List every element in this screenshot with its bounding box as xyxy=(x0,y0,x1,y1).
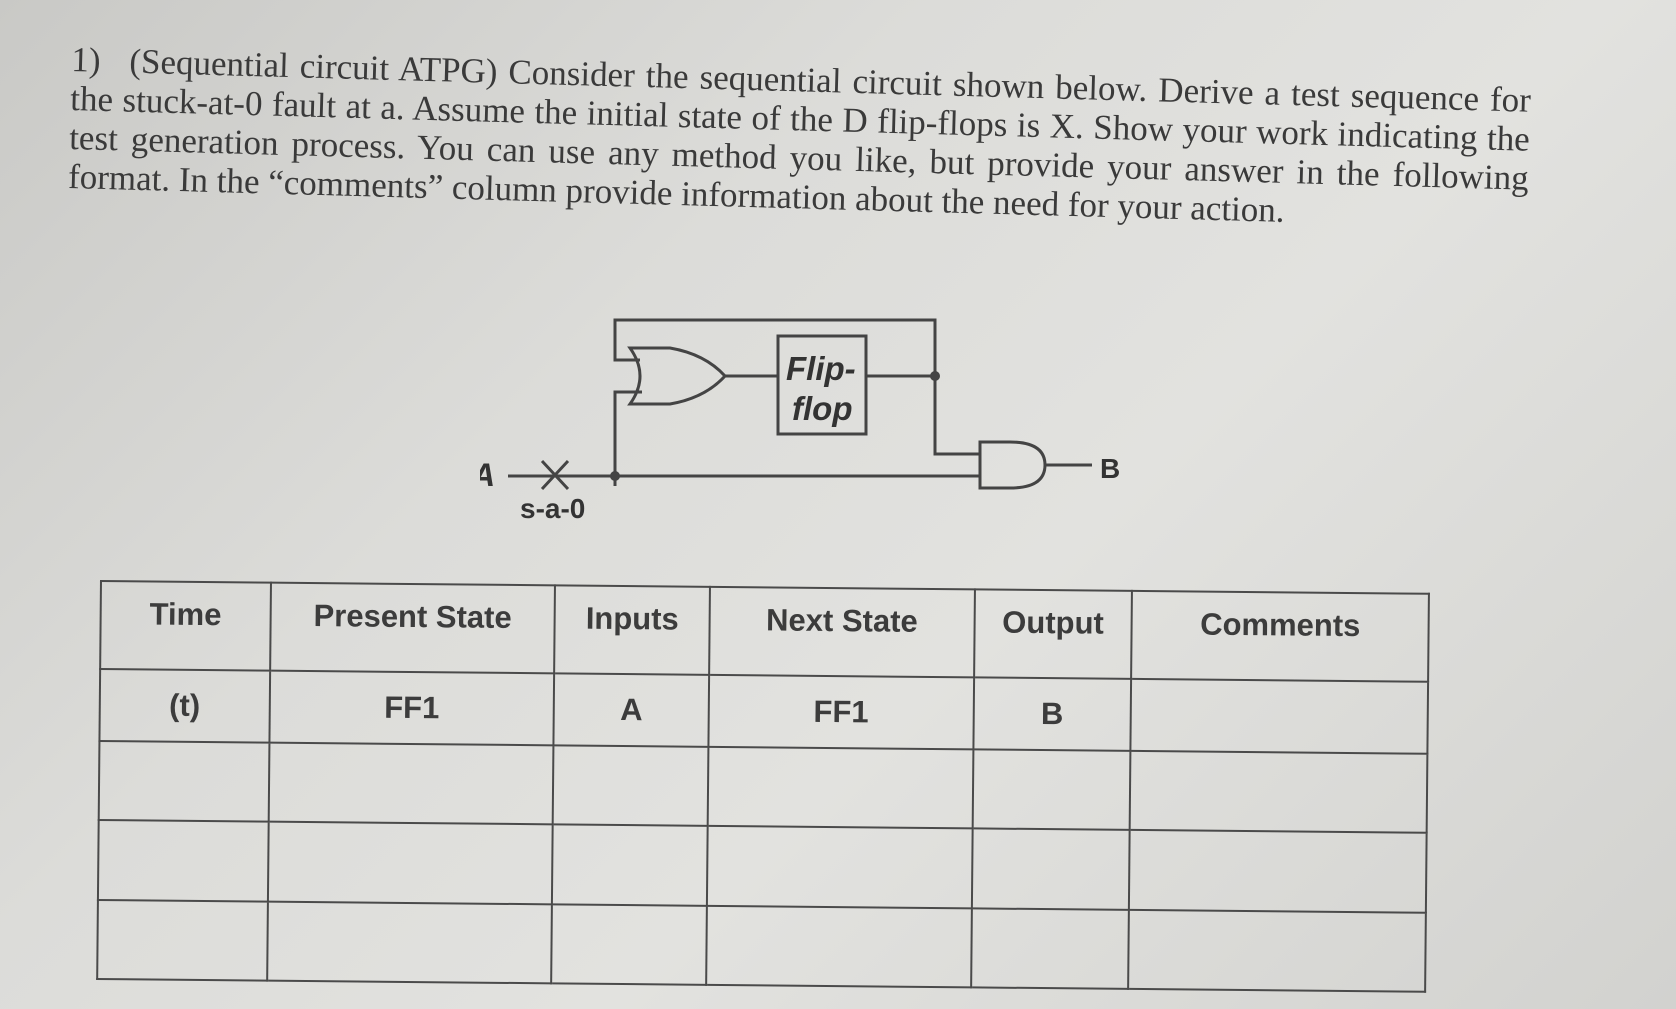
question-body: (Sequential circuit ATPG) Consider the s… xyxy=(67,41,1532,230)
table-cell[interactable] xyxy=(266,901,553,984)
table-cell[interactable] xyxy=(970,908,1130,989)
junction-dot-ff xyxy=(930,371,940,381)
subheader-inputs: A xyxy=(553,673,710,747)
table-cell[interactable] xyxy=(706,905,972,988)
table-row xyxy=(97,899,1426,992)
table-row xyxy=(98,741,1428,834)
header-present-state: Present State xyxy=(269,582,556,674)
table-cell[interactable] xyxy=(971,828,1131,910)
table-cell[interactable] xyxy=(1129,830,1427,913)
circuit-diagram: Flip- flop A B s-a-0 xyxy=(480,318,1160,548)
question-number: 1) xyxy=(70,40,102,80)
header-output: Output xyxy=(973,589,1133,679)
header-comments: Comments xyxy=(1131,590,1429,682)
flipflop-label-1: Flip- xyxy=(786,350,856,387)
subheader-output: B xyxy=(972,677,1132,751)
table-subheader-row: (t) FF1 A FF1 B xyxy=(99,669,1429,754)
table-cell[interactable] xyxy=(97,899,268,981)
answer-table: Time Present State Inputs Next State Out… xyxy=(96,580,1430,993)
table-cell[interactable] xyxy=(1130,750,1428,834)
table-cell[interactable] xyxy=(972,749,1131,831)
subheader-comments xyxy=(1130,678,1429,754)
ff-to-and-wire xyxy=(866,374,980,456)
table-cell[interactable] xyxy=(268,742,554,825)
header-time: Time xyxy=(100,581,271,671)
question-text: 1)(Sequential circuit ATPG) Consider the… xyxy=(68,40,1532,237)
table-cell[interactable] xyxy=(552,824,708,906)
header-next-state: Next State xyxy=(709,586,975,678)
or-input-a-wire xyxy=(613,390,642,486)
table-cell[interactable] xyxy=(98,741,270,822)
header-inputs: Inputs xyxy=(554,585,711,675)
table-cell[interactable] xyxy=(1128,909,1426,992)
table-cell[interactable] xyxy=(707,746,973,829)
table-cell[interactable] xyxy=(551,904,707,985)
table-cell[interactable] xyxy=(706,826,973,909)
table-row xyxy=(97,820,1427,913)
input-label-a: A xyxy=(480,457,495,493)
subheader-next-state: FF1 xyxy=(708,674,974,750)
flipflop-box xyxy=(776,334,868,436)
flipflop-label-2: flop xyxy=(792,390,852,427)
and-gate xyxy=(978,440,1047,490)
or-gate xyxy=(627,346,728,406)
subheader-time: (t) xyxy=(99,669,270,743)
fault-x-mark xyxy=(540,459,570,491)
table-cell[interactable] xyxy=(97,820,269,902)
table-cell[interactable] xyxy=(552,745,709,827)
circuit-svg: Flip- flop A B s-a-0 xyxy=(480,318,1120,524)
subheader-present-state: FF1 xyxy=(269,670,555,746)
junction-dot-a xyxy=(610,471,620,481)
output-label-b: B xyxy=(1100,453,1120,484)
fault-label: s-a-0 xyxy=(520,493,585,524)
table-cell[interactable] xyxy=(267,821,553,905)
table-header-row: Time Present State Inputs Next State Out… xyxy=(100,581,1429,682)
